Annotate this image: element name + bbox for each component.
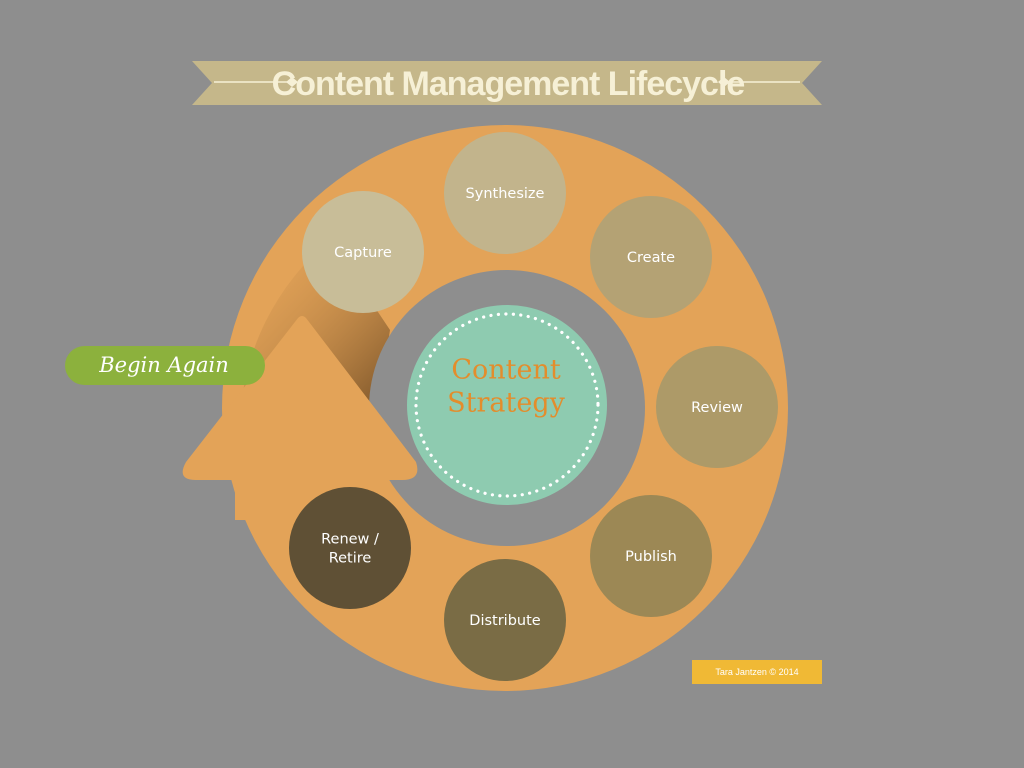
begin-again-label: Begin Again [98,353,229,377]
return-arrow [182,316,418,520]
stage-label: Synthesize [466,186,545,202]
stage-label-line: Renew / [321,532,379,548]
stage-6: Capture [302,191,424,313]
stage-label: Distribute [469,613,541,629]
stage-circle [590,196,712,318]
stage-2: Review [656,346,778,468]
ribbon-diamond-left [286,77,298,87]
begin-again-badge: Begin Again [65,346,265,385]
title-banner: Content Management Lifecycle [192,61,822,105]
stage-1: Create [590,196,712,318]
stage-label-line: Distribute [469,613,541,629]
stage-3: Publish [590,495,712,617]
center-label-line: Content [451,355,561,386]
credit-tag: Tara Jantzen © 2014 [692,660,822,684]
stage-label-line: Review [691,400,743,416]
center-circle [407,305,607,505]
stage-label-line: Publish [625,549,677,565]
ribbon-diamond-right [718,77,730,87]
stage-label: Renew / Retire [321,532,379,567]
stage-circle [444,559,566,681]
stage-label: Capture [334,245,392,261]
diagram-title: Content Management Lifecycle [272,65,745,103]
stage-5: Renew / Retire [289,487,411,609]
stage-4: Distribute [444,559,566,681]
stage-label-line: Synthesize [466,186,545,202]
stage-0: Synthesize [444,132,566,254]
stage-circle [656,346,778,468]
stage-label-line: Create [627,250,675,266]
stage-circle [302,191,424,313]
center-label-line: Strategy [447,388,565,419]
stage-label: Review [691,400,743,416]
stage-circle [590,495,712,617]
title-ribbon [192,61,822,105]
stage-label-line: Retire [329,551,372,567]
stage-circle [444,132,566,254]
stage-label: Create [627,250,675,266]
begin-again-pill [65,346,265,385]
stage-label-line: Capture [334,245,392,261]
center-dotted-border [414,312,600,498]
begin-again-arrow [182,316,418,520]
credit-box [692,660,822,684]
stage-circle [289,487,411,609]
credit-label: Tara Jantzen © 2014 [715,667,798,677]
stage-label: Publish [625,549,677,565]
